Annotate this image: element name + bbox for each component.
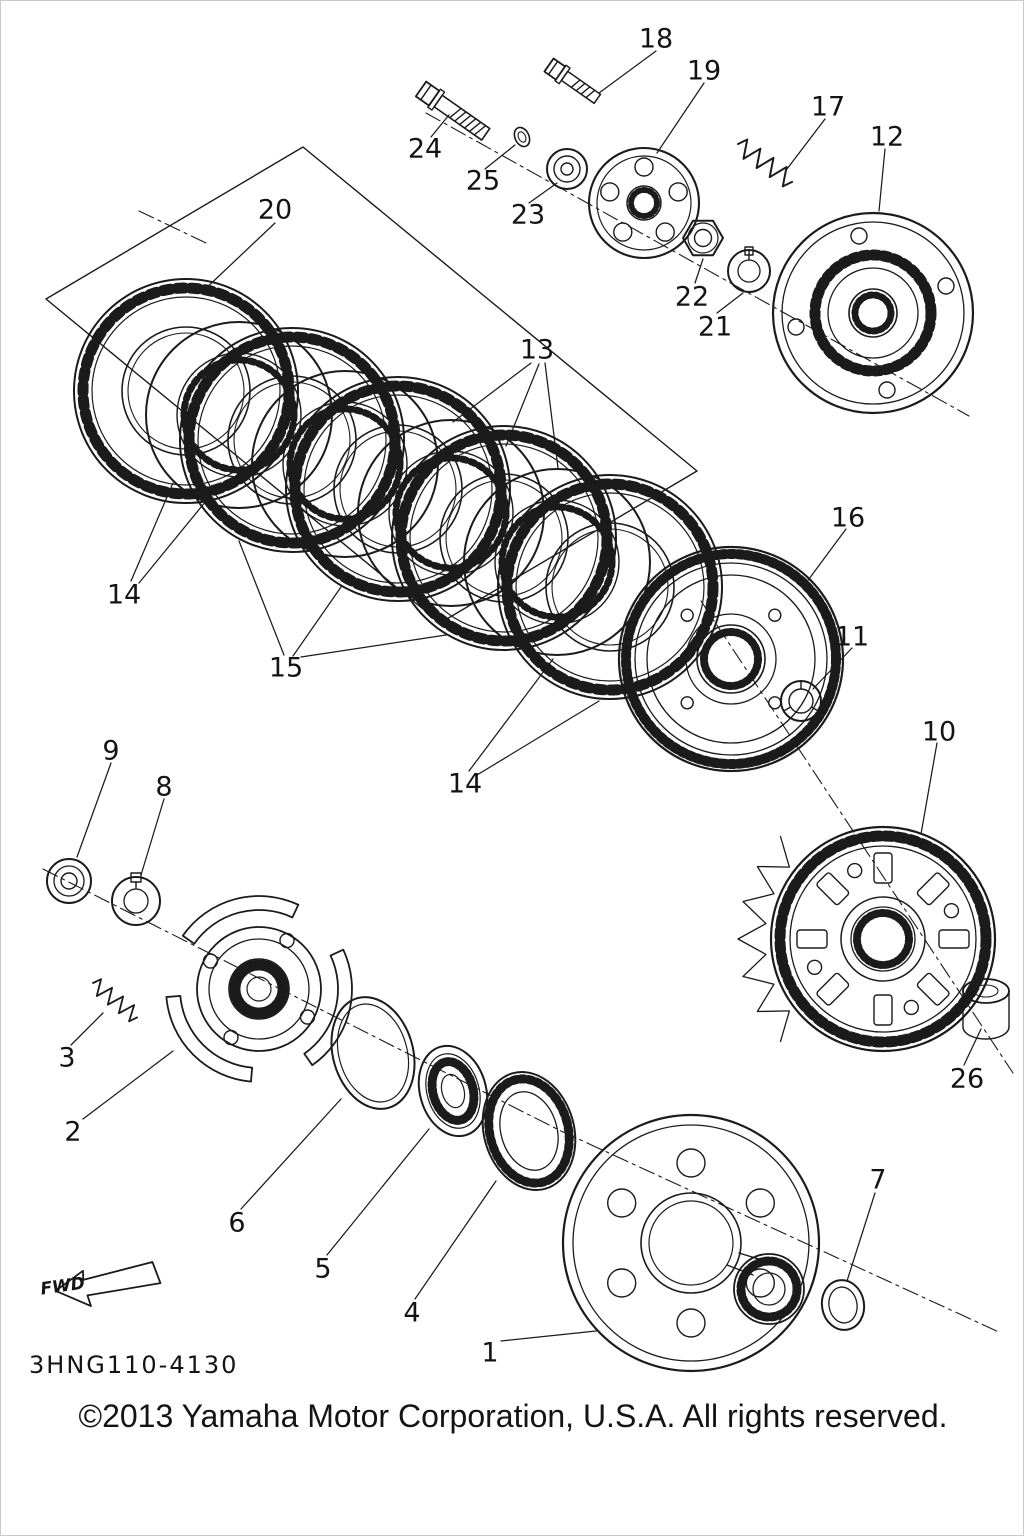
fwd-label: FWD	[39, 1274, 86, 1300]
part-3-spring	[92, 978, 139, 1023]
callout-5: 5	[314, 1254, 331, 1285]
callout-26: 26	[950, 1064, 984, 1095]
callout-25: 25	[466, 166, 500, 197]
callout-9: 9	[102, 736, 119, 767]
part-10-clutch-housing	[737, 825, 997, 1053]
callout-labels: 18 19 17 12 24 25 23 20 22 21 13 16 14 1…	[58, 24, 984, 1369]
callout-11: 11	[835, 622, 869, 653]
callout-12: 12	[870, 122, 904, 153]
callout-15: 15	[269, 653, 303, 684]
callout-18: 18	[639, 24, 673, 55]
part-25-washer	[513, 126, 531, 148]
callout-4: 4	[403, 1298, 420, 1329]
callout-10: 10	[922, 717, 956, 748]
part-2-clutch-carrier	[150, 882, 366, 1098]
part-24-bolt	[414, 80, 491, 141]
callout-22: 22	[675, 282, 709, 313]
friction-plate	[180, 328, 404, 552]
part-9-nut	[46, 858, 92, 904]
part-5-bearing	[417, 1044, 489, 1138]
part-4-gear	[481, 1071, 577, 1191]
part-8-washer	[111, 872, 161, 926]
fwd-arrow	[54, 1261, 162, 1307]
callout-20: 20	[258, 195, 292, 226]
part-6-ring	[330, 996, 416, 1110]
callout-19: 19	[687, 56, 721, 87]
callout-23: 23	[511, 200, 545, 231]
part-18-bolt	[543, 57, 602, 105]
friction-plate	[74, 279, 298, 503]
callout-21: 21	[698, 312, 732, 343]
part-16-clutch-boss	[617, 545, 845, 773]
callout-7: 7	[869, 1165, 886, 1196]
callout-6: 6	[228, 1208, 245, 1239]
part-23-bearing	[546, 148, 588, 190]
part-26-spacer	[962, 978, 1010, 1040]
part-12-pressure-plate	[771, 211, 975, 415]
callout-14b: 14	[448, 769, 482, 800]
part-7-washer	[820, 1279, 866, 1331]
callout-2: 2	[64, 1117, 81, 1148]
part-21-lock-washer	[727, 246, 771, 293]
friction-plate	[286, 377, 510, 601]
part-19-plate	[587, 146, 701, 260]
callout-8: 8	[155, 772, 172, 803]
leader-lines	[70, 50, 982, 1342]
callout-14a: 14	[107, 580, 141, 611]
callout-1: 1	[481, 1338, 498, 1369]
part-22-nut	[682, 219, 724, 257]
copyright-text: ©2013 Yamaha Motor Corporation, U.S.A. A…	[78, 1398, 947, 1434]
callout-16: 16	[831, 503, 865, 534]
callout-17: 17	[811, 92, 845, 123]
callout-13: 13	[520, 335, 554, 366]
part-code-label: 3HNG110-4130	[29, 1351, 238, 1379]
part-11-circlip	[780, 680, 822, 722]
callout-24: 24	[408, 134, 442, 165]
callout-3: 3	[58, 1043, 75, 1074]
part-17-spring	[737, 138, 794, 188]
part-1-primary-gear	[561, 1113, 821, 1373]
